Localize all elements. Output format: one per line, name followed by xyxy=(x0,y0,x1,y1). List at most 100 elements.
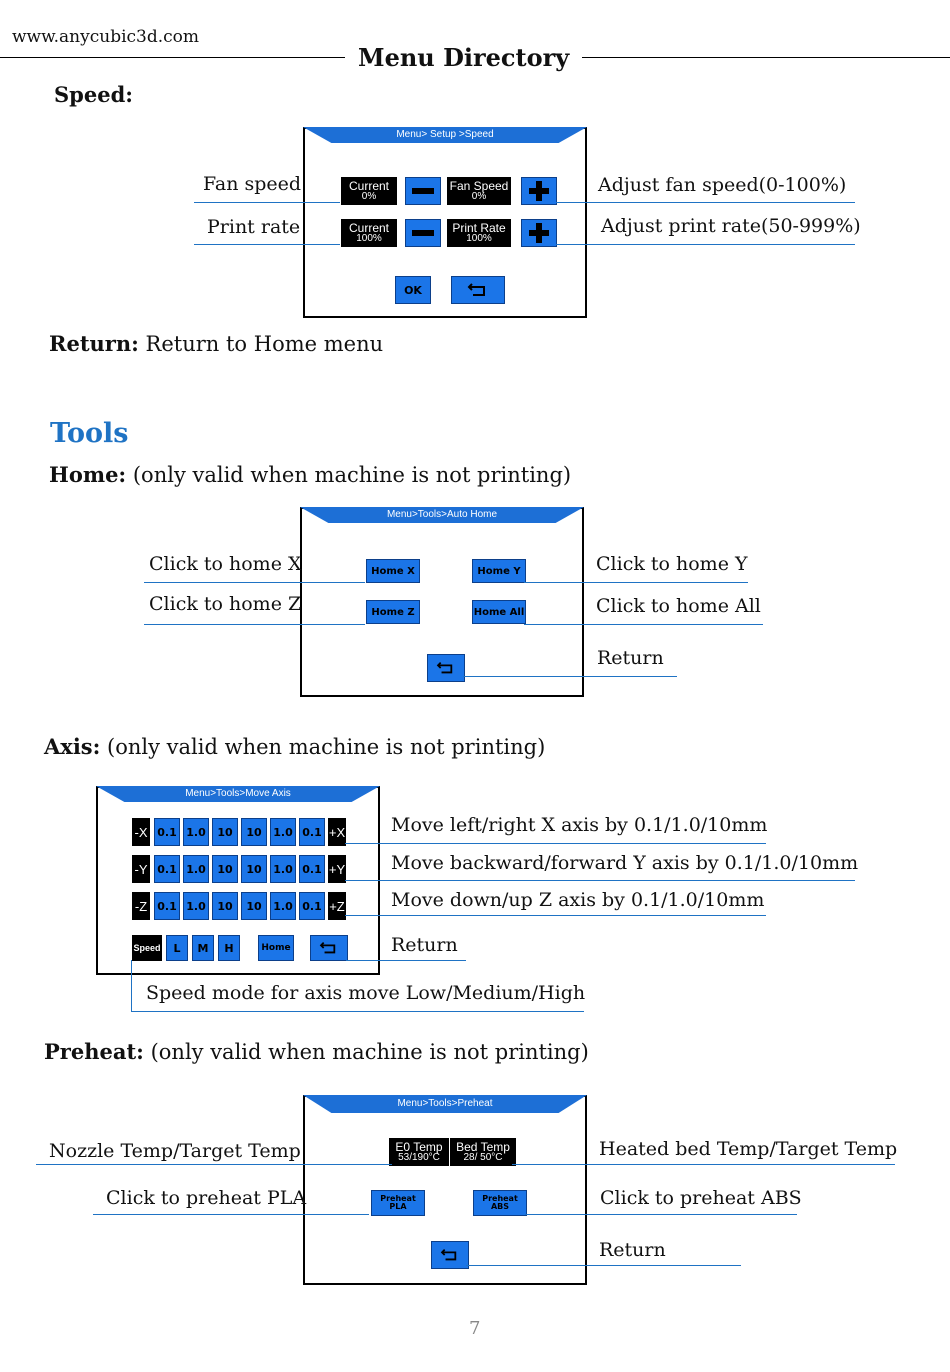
axis-step-button[interactable]: 10 xyxy=(212,892,238,920)
axis-y-leader xyxy=(345,880,855,881)
axis-step-button[interactable]: 10 xyxy=(241,818,267,846)
e0-temp-display: E0 Temp 53/190°C xyxy=(389,1138,449,1166)
axis-step-button[interactable]: 0.1 xyxy=(299,818,325,846)
nozzle-temp-leader xyxy=(36,1164,392,1165)
axis-screen-path: Menu>Tools>Move Axis xyxy=(96,786,380,802)
axis-return-button[interactable] xyxy=(310,935,348,961)
axis-y-desc: Move backward/forward Y axis by 0.1/1.0/… xyxy=(391,852,859,874)
preheat-pla-label: Click to preheat PLA xyxy=(106,1187,307,1209)
axis-home-button[interactable]: Home xyxy=(258,935,294,961)
header-rule-right xyxy=(582,57,950,58)
rate-desc-leader xyxy=(556,244,855,245)
preheat-screen-path: Menu>Tools>Preheat xyxy=(303,1095,587,1113)
nozzle-temp-label: Nozzle Temp/Target Temp xyxy=(49,1140,301,1162)
axis-minus-button[interactable]: -X xyxy=(132,818,150,846)
preheat-screen: Menu>Tools>Preheat E0 Temp 53/190°C Bed … xyxy=(303,1095,587,1285)
fan-desc-leader xyxy=(556,202,855,203)
header-rule-left xyxy=(0,57,345,58)
preheat-return-leader xyxy=(466,1265,741,1266)
axis-step-button[interactable]: 10 xyxy=(241,855,267,883)
home-z-leader xyxy=(144,624,365,625)
preheat-abs-leader xyxy=(525,1214,797,1215)
preheat-abs-label: Click to preheat ABS xyxy=(600,1187,802,1209)
axis-step-button[interactable]: 1.0 xyxy=(183,818,209,846)
speed-screen: Menu> Setup >Speed Current 0% Fan Speed … xyxy=(303,127,587,318)
return-icon xyxy=(439,1247,461,1263)
home-return-leader xyxy=(463,676,677,677)
speed-return-button[interactable] xyxy=(451,276,505,304)
axis-minus-button[interactable]: -Z xyxy=(132,892,150,920)
axis-step-button[interactable]: 1.0 xyxy=(183,855,209,883)
minus-icon xyxy=(412,230,434,236)
axis-x-leader xyxy=(345,843,766,844)
preheat-return-button[interactable] xyxy=(431,1241,469,1269)
website-url: www.anycubic3d.com xyxy=(12,27,200,47)
axis-plus-button[interactable]: +X xyxy=(328,818,346,846)
home-return-button[interactable] xyxy=(427,654,465,682)
home-screen: Menu>Tools>Auto Home Home X Home Y Home … xyxy=(300,507,584,697)
minus-icon xyxy=(412,188,434,194)
rate-minus-button[interactable] xyxy=(405,219,441,247)
speed-mode-desc: Speed mode for axis move Low/Medium/High xyxy=(146,982,586,1004)
axis-return-label: Return xyxy=(391,934,458,956)
click-home-z-label: Click to home Z xyxy=(149,593,302,615)
fan-speed-label: Fan speed xyxy=(203,173,302,195)
home-x-button[interactable]: Home X xyxy=(366,559,420,583)
axis-step-button[interactable]: 1.0 xyxy=(270,892,296,920)
return-icon xyxy=(318,940,340,956)
rate-plus-button[interactable] xyxy=(521,219,557,247)
click-home-all-label: Click to home All xyxy=(596,595,761,617)
page-title: Menu Directory xyxy=(358,43,570,72)
axis-step-button[interactable]: 1.0 xyxy=(270,818,296,846)
axis-plus-button[interactable]: +Z xyxy=(328,892,346,920)
speed-low-button[interactable]: L xyxy=(166,935,188,961)
axis-return-leader xyxy=(346,960,466,961)
home-y-leader xyxy=(524,582,748,583)
axis-step-button[interactable]: 10 xyxy=(212,855,238,883)
speed-return-note: Return: Return to Home menu xyxy=(49,331,384,356)
fan-plus-button[interactable] xyxy=(521,177,557,205)
axis-step-button[interactable]: 0.1 xyxy=(154,818,180,846)
axis-plus-button[interactable]: +Y xyxy=(328,855,346,883)
axis-step-button[interactable]: 10 xyxy=(212,818,238,846)
axis-step-button[interactable]: 0.1 xyxy=(299,855,325,883)
axis-step-button[interactable]: 0.1 xyxy=(154,855,180,883)
preheat-pla-leader xyxy=(93,1214,369,1215)
axis-step-button[interactable]: 10 xyxy=(241,892,267,920)
print-rate-display: Print Rate 100% xyxy=(447,219,511,247)
axis-heading: Axis: (only valid when machine is not pr… xyxy=(44,734,546,759)
speed-screen-path: Menu> Setup >Speed xyxy=(303,127,587,143)
axis-step-button[interactable]: 0.1 xyxy=(154,892,180,920)
home-z-button[interactable]: Home Z xyxy=(366,600,420,624)
plus-icon xyxy=(529,181,549,201)
bed-temp-display: Bed Temp 28/ 50°C xyxy=(450,1138,516,1166)
print-rate-leader xyxy=(194,244,340,245)
axis-minus-button[interactable]: -Y xyxy=(132,855,150,883)
axis-x-desc: Move left/right X axis by 0.1/1.0/10mm xyxy=(391,814,768,836)
click-home-y-label: Click to home Y xyxy=(596,553,748,575)
fan-current-display: Current 0% xyxy=(341,177,397,205)
home-all-button[interactable]: Home All xyxy=(472,600,526,624)
home-all-leader xyxy=(524,624,763,625)
fan-minus-button[interactable] xyxy=(405,177,441,205)
home-y-button[interactable]: Home Y xyxy=(472,559,526,583)
tools-heading: Tools xyxy=(50,418,129,449)
ok-button[interactable]: OK xyxy=(395,276,431,304)
preheat-return-label: Return xyxy=(599,1239,666,1261)
home-screen-path: Menu>Tools>Auto Home xyxy=(300,507,584,523)
speed-medium-button[interactable]: M xyxy=(192,935,214,961)
speed-mode-label: Speed xyxy=(132,935,162,961)
speed-high-button[interactable]: H xyxy=(218,935,240,961)
return-icon xyxy=(466,281,490,299)
axis-step-button[interactable]: 0.1 xyxy=(299,892,325,920)
fan-speed-desc: Adjust fan speed(0-100%) xyxy=(598,174,847,196)
preheat-heading: Preheat: (only valid when machine is not… xyxy=(44,1039,589,1064)
print-rate-desc: Adjust print rate(50-999%) xyxy=(601,215,861,237)
axis-step-button[interactable]: 1.0 xyxy=(270,855,296,883)
axis-step-button[interactable]: 1.0 xyxy=(183,892,209,920)
bed-temp-leader xyxy=(512,1164,895,1165)
plus-icon xyxy=(529,223,549,243)
bed-temp-label: Heated bed Temp/Target Temp xyxy=(599,1138,898,1160)
